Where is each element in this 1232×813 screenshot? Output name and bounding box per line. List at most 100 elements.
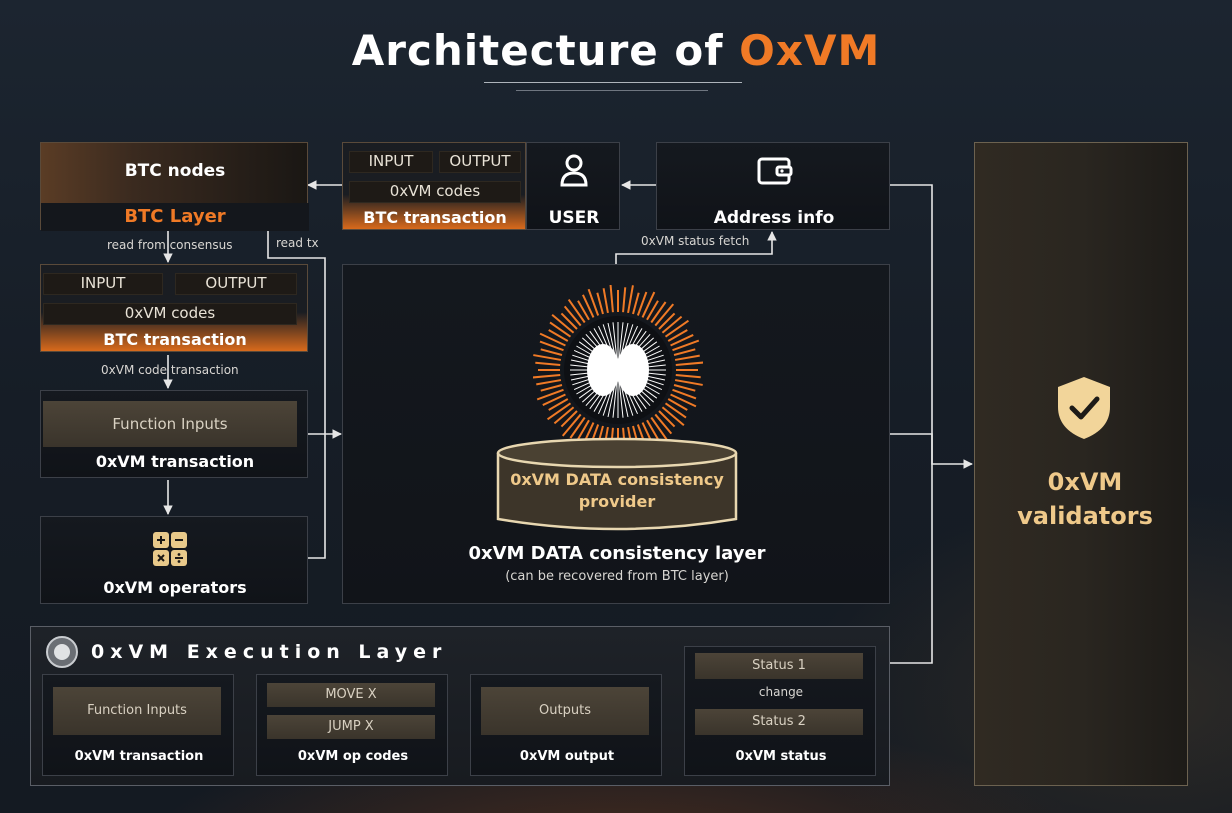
- sunburst-ray: [560, 410, 578, 428]
- left-tx-title: BTC transaction: [103, 330, 247, 349]
- sunburst-ray: [672, 388, 697, 400]
- exec-output-box: Outputs 0xVM output: [470, 674, 662, 776]
- sunburst-ray: [658, 410, 676, 428]
- label-status-fetch: 0xVM status fetch: [641, 234, 750, 248]
- sunburst-ray: [632, 292, 640, 315]
- top-tx-title: BTC transaction: [363, 208, 507, 227]
- exec-status-box: Status 1 change Status 2 0xVM status: [684, 646, 876, 776]
- user-box: USER: [526, 142, 620, 230]
- sunburst-ray: [609, 285, 614, 313]
- sunburst-ray: [540, 384, 563, 392]
- btc-nodes-title: BTC nodes: [124, 161, 226, 181]
- sunburst-ray: [622, 287, 627, 313]
- shield-check-icon: [1058, 377, 1110, 439]
- sunburst-ray: [675, 361, 703, 366]
- data-layer-title: 0xVM DATA consistency layer: [468, 543, 766, 564]
- sunburst-ray: [636, 291, 648, 316]
- sunburst-ray: [567, 298, 586, 324]
- sunburst-ray: [675, 374, 701, 379]
- sunburst-ray: [560, 312, 578, 330]
- top-tx-output: OUTPUT: [439, 151, 521, 173]
- sunburst-ray: [551, 313, 575, 334]
- exec-opcodes-title: 0xVM op codes: [297, 749, 409, 764]
- operators-box: 0xVM operators: [40, 516, 308, 604]
- sunburst-ray: [577, 300, 590, 321]
- opcode-jump: JUMP X: [267, 715, 435, 739]
- sunburst-ray: [654, 303, 675, 327]
- address-label: Address info: [713, 208, 835, 228]
- title-accent: OxVM: [739, 26, 881, 75]
- title-underline-2: [516, 90, 708, 91]
- sunburst-ray: [627, 285, 634, 314]
- sunburst-ray: [542, 393, 566, 406]
- page-title: Architecture of OxVM: [0, 26, 1232, 75]
- sunburst-ray: [596, 292, 604, 315]
- sunburst-ray: [664, 402, 687, 419]
- btc-layer-label: BTC Layer: [124, 206, 226, 227]
- sunburst-ray: [670, 393, 697, 408]
- sunburst-ray: [641, 291, 656, 318]
- sunburst-ray: [661, 315, 683, 334]
- exec-tx-box: Function Inputs 0xVM transaction: [42, 674, 234, 776]
- sunburst-ray: [549, 321, 572, 338]
- sunburst-ray: [667, 398, 688, 411]
- sunburst-ray: [536, 388, 564, 401]
- address-box: Address info: [656, 142, 890, 230]
- sunburst-ray: [561, 413, 582, 437]
- execution-logo-icon: [46, 636, 78, 668]
- sunburst-ray: [539, 340, 564, 352]
- exec-outputs: Outputs: [481, 687, 649, 735]
- left-btc-tx-box: INPUT OUTPUT 0xVM codes BTC transaction: [40, 264, 308, 352]
- title-main: Architecture of: [351, 26, 724, 75]
- sunburst-ray: [672, 339, 700, 352]
- exec-opcodes-box: MOVE X JUMP X 0xVM op codes: [256, 674, 448, 776]
- top-tx-input: INPUT: [349, 151, 433, 173]
- sunburst-ray: [661, 406, 685, 427]
- database-cylinder: [496, 437, 738, 531]
- status-1: Status 1: [695, 653, 863, 679]
- left-oxvm-tx-inputs: Function Inputs: [43, 401, 297, 447]
- sunburst-ray: [553, 406, 575, 425]
- execution-title: 0xVM Execution Layer: [91, 641, 448, 663]
- label-change: change: [758, 685, 804, 699]
- sunburst-ray: [548, 329, 569, 342]
- left-oxvm-tx-title: 0xVM transaction: [95, 452, 255, 471]
- sunburst-ray: [548, 398, 569, 411]
- exec-output-title: 0xVM output: [519, 749, 615, 764]
- sunburst-ray: [536, 379, 562, 386]
- sunburst-ray: [602, 288, 609, 314]
- sunburst-ray: [650, 416, 669, 442]
- left-oxvm-tx-box: Function Inputs 0xVM transaction: [40, 390, 308, 478]
- exec-tx-inputs: Function Inputs: [53, 687, 221, 735]
- sunburst-ray: [674, 379, 703, 386]
- label-code-transaction: 0xVM code transaction: [101, 363, 239, 377]
- sunburst-ray: [673, 384, 696, 392]
- calculator-icon: [153, 532, 187, 566]
- sunburst-ray: [646, 419, 659, 440]
- validators-box: 0xVM validators: [974, 142, 1188, 786]
- btc-layer-bar: BTC Layer: [41, 203, 309, 231]
- label-read-tx: read tx: [276, 236, 319, 250]
- sunburst-ray: [540, 348, 563, 356]
- left-tx-input: INPUT: [43, 273, 163, 295]
- label-read-from-consensus: read from consensus: [107, 238, 233, 252]
- data-layer-box: 0xVM DATA consistency provider 0xVM DATA…: [342, 264, 890, 604]
- sunburst-ray: [569, 416, 586, 439]
- sunburst-ray: [533, 374, 561, 379]
- status-2: Status 2: [695, 709, 863, 735]
- sunburst-ray: [674, 354, 700, 361]
- sunburst-ray: [539, 332, 566, 347]
- sunburst-ray: [535, 361, 561, 366]
- operators-title: 0xVM operators: [103, 578, 247, 597]
- sunburst-emblem: [533, 285, 703, 455]
- left-tx-codes: 0xVM codes: [43, 303, 297, 325]
- validators-title: 0xVM validators: [1017, 468, 1153, 530]
- sunburst-ray: [667, 329, 688, 342]
- sunburst-ray: [533, 354, 562, 361]
- top-btc-tx-box: INPUT OUTPUT 0xVM codes BTC transaction: [342, 142, 526, 230]
- left-tx-output: OUTPUT: [175, 273, 297, 295]
- sunburst-ray: [670, 334, 694, 347]
- sunburst-ray: [582, 294, 595, 318]
- sunburst-ray: [563, 305, 582, 327]
